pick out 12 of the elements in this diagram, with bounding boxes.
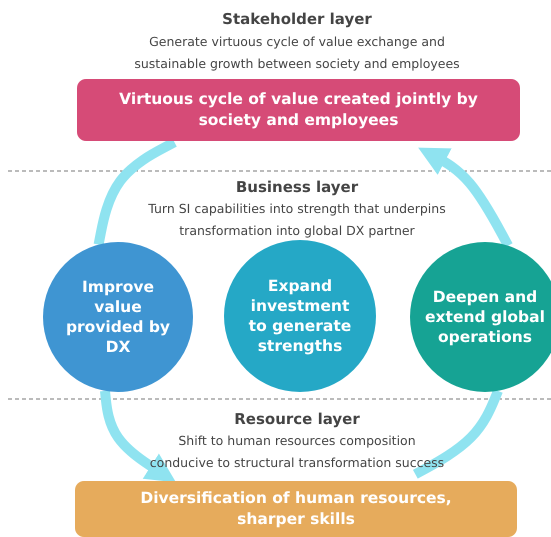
- layer-box: Diversification of human resources, sharper skills: [75, 481, 517, 537]
- layer-heading: Resource layer: [233, 409, 361, 430]
- cycle-arrow: [418, 148, 513, 248]
- strategy-circle: Expand investment to generate strengths: [224, 240, 376, 392]
- layer-description: Generate virtuous cycle of value exchange and sustainable growth between society and employees: [133, 33, 461, 73]
- layer-heading: Business layer: [234, 177, 360, 198]
- strategy-circle: Improve value provided by DX: [43, 242, 193, 392]
- strategy-circle: Deepen and extend global operations: [410, 242, 551, 392]
- layer-description: Turn SI capabilities into strength that underpins transformation into global DX partner: [147, 200, 447, 240]
- cycle-arrow: [100, 390, 176, 482]
- layer-box: Virtuous cycle of value created jointly by society and employees: [77, 79, 520, 141]
- layer-heading: Stakeholder layer: [221, 9, 373, 30]
